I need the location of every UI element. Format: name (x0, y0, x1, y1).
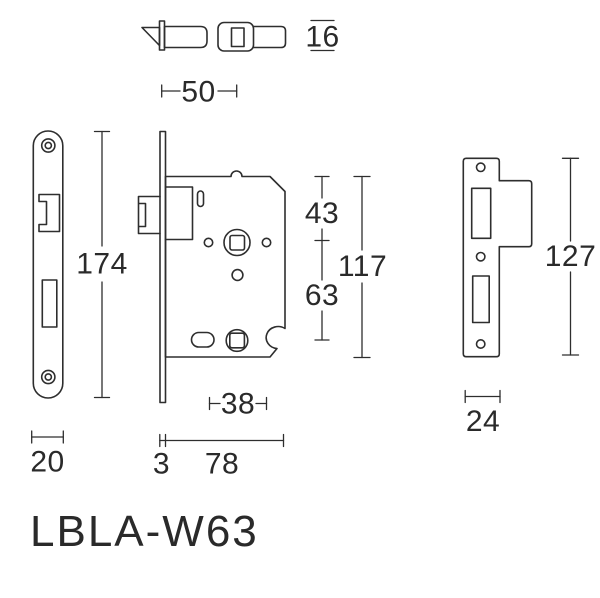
spindle-hole-top (230, 27, 245, 48)
latch-bevel-wedge (141, 26, 161, 47)
faceplate-edge (159, 130, 167, 404)
dim-24-label: 24 (466, 405, 500, 438)
strike-plate-view: 127 24 (462, 157, 597, 438)
latch-housing-block (164, 186, 194, 241)
dim-strike-length: 127 (545, 157, 597, 356)
strike-plate-outline (462, 157, 533, 358)
spindle-hub-square (229, 234, 246, 251)
faceplate-outline (32, 130, 64, 399)
dim-faceplate-width: 20 (30, 430, 64, 479)
screw-hole-top-outer (40, 138, 56, 153)
dim-20-label: 20 (30, 446, 64, 479)
dim-faceplate-length: 174 (76, 130, 128, 399)
lock-case-outline (164, 170, 286, 358)
adjust-slot (196, 190, 205, 208)
dim-43-label: 43 (305, 197, 339, 230)
fixing-hole-left (203, 237, 214, 248)
lower-hub-square (229, 332, 246, 349)
dim-strike-width: 24 (464, 389, 501, 438)
dim-63-label: 63 (305, 279, 339, 312)
dim-overall-height: 117 (338, 175, 387, 359)
case-rear-section (252, 25, 287, 49)
spindle-hub-circle (223, 228, 251, 257)
screw-hole-bottom-outer (40, 369, 56, 385)
dim-hub-offset: 38 (208, 388, 268, 421)
latch-tube (163, 25, 208, 49)
top-view: 16 50 (141, 19, 339, 109)
fixing-hole-right (261, 237, 272, 248)
screw-hole-top-inner (44, 141, 53, 150)
strike-screw-hole-bottom (475, 338, 486, 349)
lock-body-side-view: 43 63 117 38 3 78 (137, 130, 387, 481)
latch-cutout (38, 193, 61, 233)
lower-hub-circle (225, 328, 249, 353)
strike-latch-cutout (470, 187, 492, 240)
dim-117-label: 117 (338, 250, 387, 283)
screw-hole-bottom-inner (44, 373, 53, 381)
dim-3-label: 3 (153, 448, 170, 481)
strike-deadbolt-cutout (471, 275, 491, 324)
product-code-label: LBLA-W63 (30, 507, 259, 556)
dim-78-label: 78 (205, 448, 239, 481)
dim-38-label: 38 (221, 388, 255, 421)
dim-174-label: 174 (76, 248, 128, 281)
dim-case-height: 16 (305, 19, 339, 54)
strike-screw-hole-top (475, 162, 486, 173)
fixing-hole-center (231, 268, 244, 282)
faceplate-front-view: 174 20 (30, 130, 128, 479)
dim-thickness-and-depth: 3 78 (153, 433, 285, 481)
latch-bolt (137, 195, 161, 235)
lower-slot-oval (190, 331, 215, 348)
deadbolt-cutout (41, 279, 58, 328)
dim-127-label: 127 (545, 240, 597, 273)
strike-screw-hole-middle (475, 251, 486, 262)
dim-50-label: 50 (181, 76, 215, 109)
hub-boss (217, 21, 255, 52)
dim-16-label: 16 (305, 21, 339, 54)
dim-top-to-hub-and-hub-spacing: 43 63 (305, 175, 339, 341)
dim-backset: 50 (161, 76, 238, 109)
